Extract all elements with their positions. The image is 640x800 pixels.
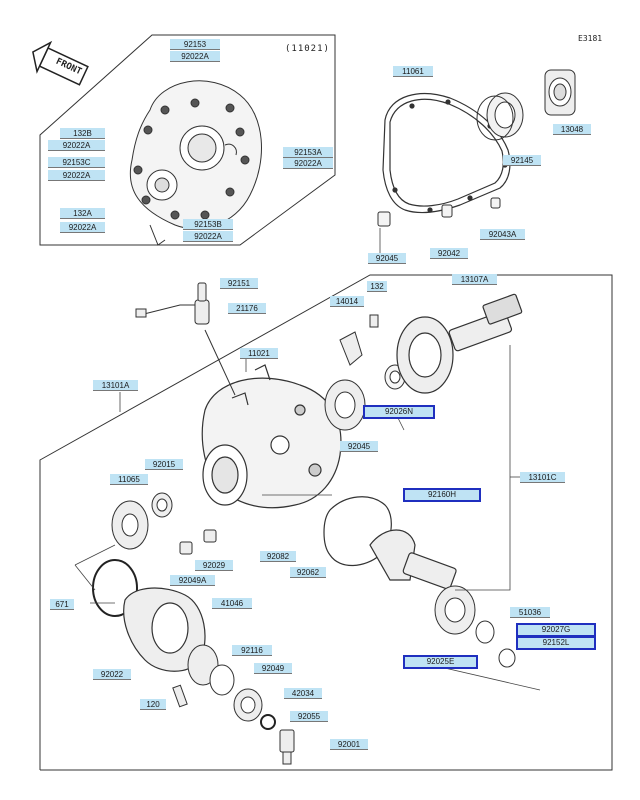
part-label-92001[interactable]: 92001 — [330, 739, 368, 750]
inset-case-cover — [129, 80, 262, 246]
part-label-92153B[interactable]: 92153B — [183, 219, 233, 230]
part-label-92029[interactable]: 92029 — [195, 560, 233, 571]
shims-92027G — [475, 620, 516, 668]
part-label-92022A-f[interactable]: 92022A — [183, 231, 233, 242]
part-label-92151[interactable]: 92151 — [220, 278, 258, 289]
inset-tag: (11021) — [285, 44, 330, 54]
part-label-92022A-e[interactable]: 92022A — [60, 222, 105, 233]
dowel-pins — [377, 197, 501, 227]
part-label-92055[interactable]: 92055 — [290, 711, 328, 722]
part-label-92022A-b[interactable]: 92022A — [48, 140, 105, 151]
part-label-42034[interactable]: 42034 — [284, 688, 322, 699]
part-label-92153A[interactable]: 92153A — [283, 147, 333, 158]
o-ring-92055 — [260, 714, 276, 730]
part-label-11065[interactable]: 11065 — [110, 474, 148, 485]
part-label-92025E[interactable]: 92025E — [403, 655, 478, 669]
part-label-13101A[interactable]: 13101A — [93, 380, 138, 391]
part-label-92026N[interactable]: 92026N — [363, 405, 435, 419]
part-label-92043A[interactable]: 92043A — [480, 229, 525, 240]
front-arrow-icon — [32, 40, 89, 86]
oil-seal-92145 — [476, 92, 524, 141]
part-label-92045-b[interactable]: 92045 — [340, 441, 378, 452]
housing-41046 — [123, 587, 206, 672]
part-label-92022A-d[interactable]: 92022A — [283, 158, 333, 169]
part-label-132B[interactable]: 132B — [60, 128, 105, 139]
part-label-671[interactable]: 671 — [50, 599, 74, 610]
part-label-92062[interactable]: 92062 — [290, 567, 326, 578]
part-label-92022A-c[interactable]: 92022A — [48, 170, 105, 181]
part-label-92152L[interactable]: 92152L — [516, 636, 596, 650]
gasket-11061 — [382, 93, 511, 214]
part-label-92042[interactable]: 92042 — [430, 248, 468, 259]
part-label-92015[interactable]: 92015 — [145, 459, 183, 470]
bearing-92045 — [324, 379, 366, 431]
part-label-13048[interactable]: 13048 — [553, 124, 591, 135]
seal-92049 — [187, 644, 235, 696]
bolt-120 — [172, 684, 188, 708]
part-label-92153C[interactable]: 92153C — [48, 157, 105, 168]
bearing-51036 — [434, 585, 476, 635]
part-label-92116[interactable]: 92116 — [232, 645, 272, 656]
bearing-42034 — [233, 688, 263, 722]
part-label-92027G[interactable]: 92027G — [516, 623, 596, 637]
part-label-41046[interactable]: 41046 — [212, 598, 252, 609]
bearing-11065 — [111, 500, 149, 550]
bracket-14014 — [339, 314, 379, 366]
collars-92029 — [179, 529, 217, 555]
bolt-92001 — [279, 729, 295, 765]
part-label-92049A[interactable]: 92049A — [170, 575, 215, 586]
part-label-92145[interactable]: 92145 — [503, 155, 541, 166]
ring-gear-13107A — [396, 293, 523, 394]
pinion-gear-13101C — [369, 529, 457, 590]
bearing-13048 — [544, 69, 576, 116]
part-label-14014[interactable]: 14014 — [330, 296, 364, 307]
part-label-92049[interactable]: 92049 — [254, 663, 292, 674]
nut-92015 — [151, 492, 173, 518]
part-label-13107A[interactable]: 13107A — [452, 274, 497, 285]
part-label-13101C[interactable]: 13101C — [520, 472, 565, 483]
part-label-92022A-top[interactable]: 92022A — [170, 51, 220, 62]
part-label-92045-a[interactable]: 92045 — [368, 253, 406, 264]
part-label-11021[interactable]: 11021 — [240, 348, 278, 359]
diagram-code: E3181 — [578, 34, 603, 43]
part-label-51036[interactable]: 51036 — [510, 607, 550, 618]
part-label-92160H[interactable]: 92160H — [403, 488, 481, 502]
part-label-92022[interactable]: 92022 — [93, 669, 131, 680]
part-label-132[interactable]: 132 — [367, 281, 387, 292]
part-label-120[interactable]: 120 — [140, 699, 166, 710]
main-housing-11021 — [201, 364, 342, 509]
part-label-92153-top[interactable]: 92153 — [170, 39, 220, 50]
sensor-21176 — [135, 282, 236, 396]
part-label-92082[interactable]: 92082 — [260, 551, 296, 562]
inset-frame-line — [39, 34, 336, 246]
part-label-132A[interactable]: 132A — [60, 208, 105, 219]
part-label-21176[interactable]: 21176 — [228, 303, 266, 314]
part-label-11061[interactable]: 11061 — [393, 66, 433, 77]
